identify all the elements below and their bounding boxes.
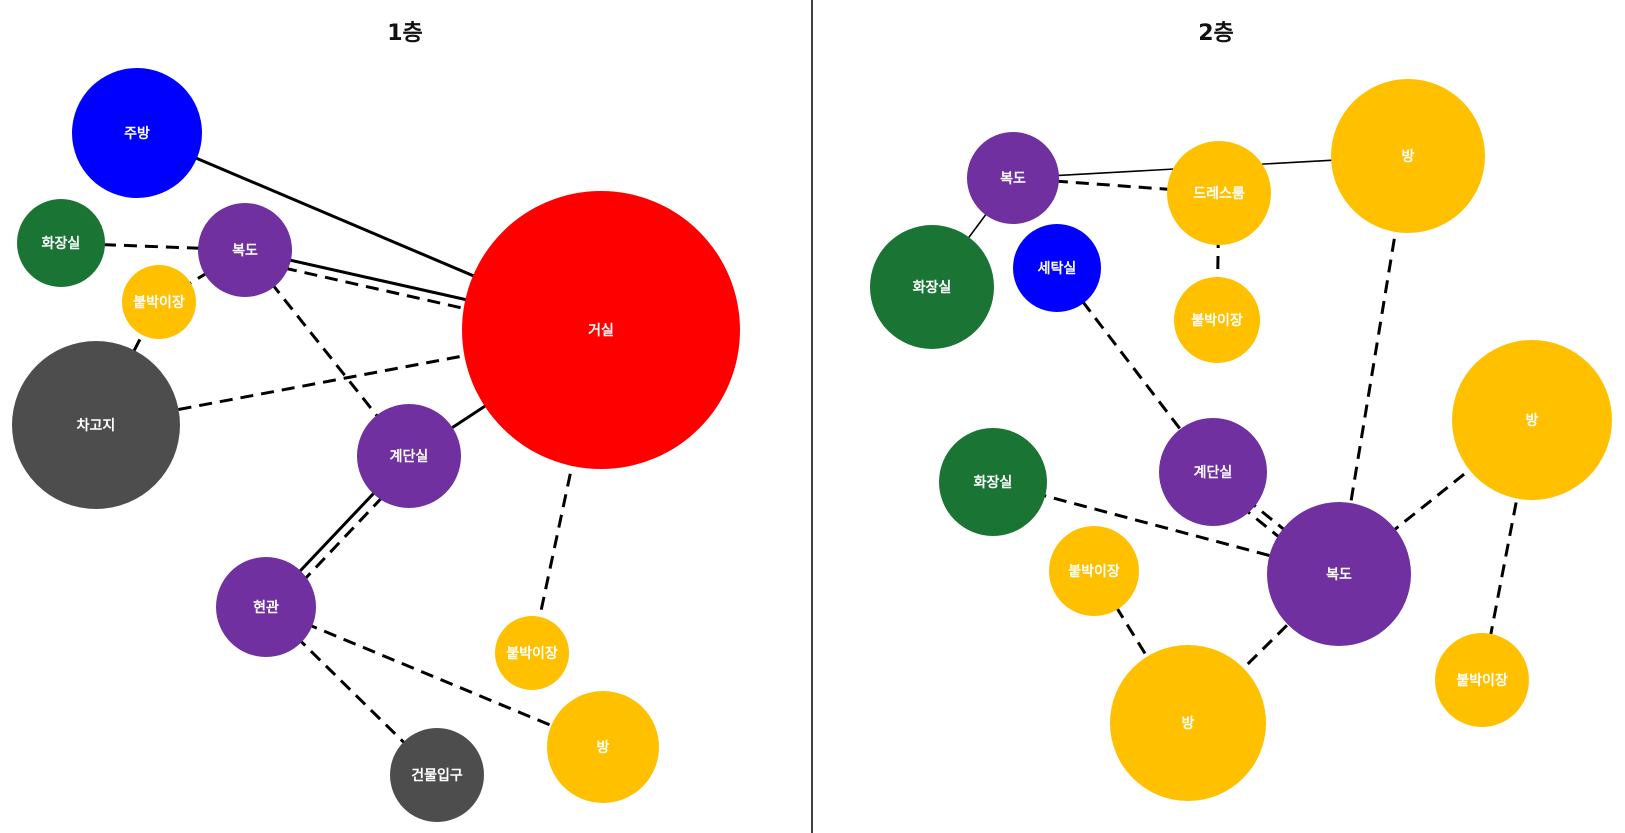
floor-1-room-node: 화장실 — [17, 199, 105, 287]
floor-2-room-node: 세탁실 — [1013, 224, 1101, 312]
room-label: 화장실 — [42, 235, 81, 252]
room-label: 현관 — [253, 599, 279, 616]
floor-1-link-4 — [158, 248, 246, 304]
floor-1-room-node: 계단실 — [357, 404, 461, 508]
room-label: 복도 — [232, 243, 258, 259]
floor-1-title: 1층 — [387, 21, 423, 46]
room-bubble — [1331, 79, 1485, 233]
floor-1-room-node: 주방 — [72, 68, 202, 198]
room-label: 방 — [597, 739, 610, 756]
room-bubble — [462, 191, 740, 469]
room-label: 붙박이장 — [506, 645, 558, 662]
room-bubble — [495, 616, 569, 690]
room-bubble — [1267, 502, 1411, 646]
floor-1-room-node: 방 — [547, 691, 659, 803]
floor-1-room-node: 복도 — [198, 203, 292, 297]
room-bubble — [547, 691, 659, 803]
room-bubble — [17, 199, 105, 287]
floor-2-room-node: 복도 — [1267, 502, 1411, 646]
room-label: 계단실 — [1194, 464, 1233, 481]
room-bubble — [967, 132, 1059, 224]
room-bubble — [357, 404, 461, 508]
floor-2-room-node: 방 — [1452, 340, 1612, 500]
room-label: 복도 — [1000, 171, 1026, 187]
room-bubble — [1174, 277, 1260, 363]
room-bubble — [870, 225, 994, 349]
floor-1-room-node: 차고지 — [12, 341, 180, 509]
floor-2-room-node: 붙박이장 — [1435, 633, 1529, 727]
room-bubble — [1452, 340, 1612, 500]
room-bubble — [72, 68, 202, 198]
room-bubble — [216, 557, 316, 657]
floor-1-room-node: 거실 — [462, 191, 740, 469]
room-label: 방 — [1526, 412, 1539, 429]
floor-1-link-12 — [265, 605, 604, 749]
room-bubble — [939, 428, 1047, 536]
room-bubble — [1159, 418, 1267, 526]
floor-1-room-node: 붙박이장 — [495, 616, 569, 690]
room-bubble — [198, 203, 292, 297]
room-label: 붙박이장 — [1068, 563, 1120, 580]
room-label: 방 — [1402, 148, 1415, 165]
room-label: 거실 — [588, 323, 614, 339]
floor-2-room-node: 방 — [1331, 79, 1485, 233]
room-label: 주방 — [124, 125, 150, 142]
room-label: 건물입구 — [411, 767, 463, 784]
room-label: 화장실 — [913, 279, 952, 296]
room-bubble — [122, 265, 196, 339]
room-bubble — [1013, 224, 1101, 312]
room-bubble — [1049, 526, 1139, 616]
room-bubble — [390, 728, 484, 822]
room-label: 붙박이장 — [1191, 312, 1243, 329]
room-label: 방 — [1182, 715, 1195, 732]
floor-2-room-node: 드레스룸 — [1167, 141, 1271, 245]
floor-2-room-node: 화장실 — [939, 428, 1047, 536]
floor-2-room-node: 붙박이장 — [1174, 277, 1260, 363]
floor-2-title: 2층 — [1198, 21, 1234, 46]
room-bubble — [12, 341, 180, 509]
room-label: 세탁실 — [1038, 260, 1077, 277]
room-label: 붙박이장 — [133, 294, 185, 311]
floor-1-room-node: 건물입구 — [390, 728, 484, 822]
room-label: 차고지 — [77, 418, 116, 434]
room-label: 붙박이장 — [1456, 672, 1508, 689]
floor-2-room-node: 화장실 — [870, 225, 994, 349]
room-bubble — [1110, 645, 1266, 801]
room-label: 복도 — [1326, 567, 1352, 583]
room-label: 화장실 — [974, 474, 1013, 491]
floor-2-room-node: 복도 — [967, 132, 1059, 224]
room-label: 드레스룸 — [1193, 186, 1245, 202]
floor-1-room-node: 붙박이장 — [122, 265, 196, 339]
room-bubble — [1167, 141, 1271, 245]
floor-1-link-11 — [530, 329, 603, 654]
room-bubble — [1435, 633, 1529, 727]
floor-2-room-node: 붙박이장 — [1049, 526, 1139, 616]
room-label: 계단실 — [390, 448, 429, 465]
floor-2-room-node: 방 — [1110, 645, 1266, 801]
floor-2-room-node: 계단실 — [1159, 418, 1267, 526]
floor-1-room-node: 현관 — [216, 557, 316, 657]
